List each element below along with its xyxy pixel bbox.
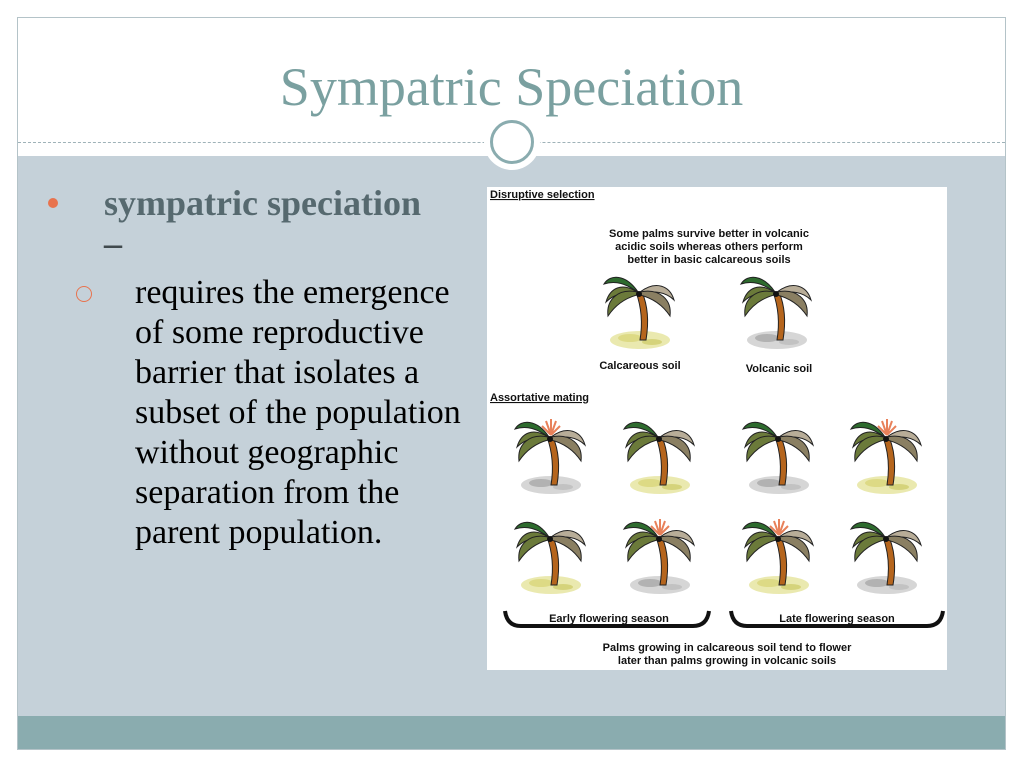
early-season-bracket: [503, 610, 711, 628]
sub-bullet-text: requires the emergence of some reproduct…: [135, 274, 461, 551]
footer-bar: [18, 716, 1005, 749]
slide-frame: [17, 17, 1006, 750]
palm-early-2-icon: [623, 421, 695, 494]
calcareous-soil-label: Calcareous soil: [599, 360, 680, 372]
speciation-figure: Disruptive selection Some palms survive …: [487, 187, 947, 670]
palm-late-4-icon: [850, 521, 922, 594]
caption-line-1: Palms growing in calcareous soil tend to…: [603, 642, 852, 654]
palm-late-3-icon: [742, 518, 814, 594]
bullet-dash: –: [104, 223, 122, 263]
bullet-term: sympatric speciation: [104, 183, 421, 223]
bullet-main: sympatric speciation –: [104, 183, 434, 263]
figure-illustration: Disruptive selection Some palms survive …: [490, 189, 945, 667]
caption-line-2: later than palms growing in volcanic soi…: [618, 655, 836, 667]
volcanic-soil-label: Volcanic soil: [746, 363, 812, 375]
late-flowering-label: Late flowering season: [779, 613, 895, 625]
palm-late-1-icon: [742, 421, 814, 494]
disruptive-selection-heading: Disruptive selection: [490, 189, 595, 201]
bullet-dot-icon: [48, 198, 58, 208]
palm-early-3-icon: [514, 521, 586, 594]
disruptive-text-line-3: better in basic calcareous soils: [627, 254, 790, 266]
divider-ring-icon: [490, 120, 534, 164]
early-flowering-label: Early flowering season: [549, 613, 669, 625]
disruptive-text-line-2: acidic soils whereas others perform: [615, 241, 803, 253]
late-season-bracket: [729, 610, 945, 628]
slide-title: Sympatric Speciation: [279, 57, 744, 117]
assortative-mating-heading: Assortative mating: [490, 392, 589, 404]
disruptive-text-line-1: Some palms survive better in volcanic: [609, 228, 809, 240]
palm-early-1-icon: [514, 418, 586, 494]
palm-volcanic-icon: [740, 276, 812, 349]
palm-early-4-icon: [623, 518, 695, 594]
palm-late-2-icon: [850, 418, 922, 494]
palm-calcareous-icon: [603, 276, 675, 349]
sub-bullet-ring-icon: [76, 286, 92, 302]
